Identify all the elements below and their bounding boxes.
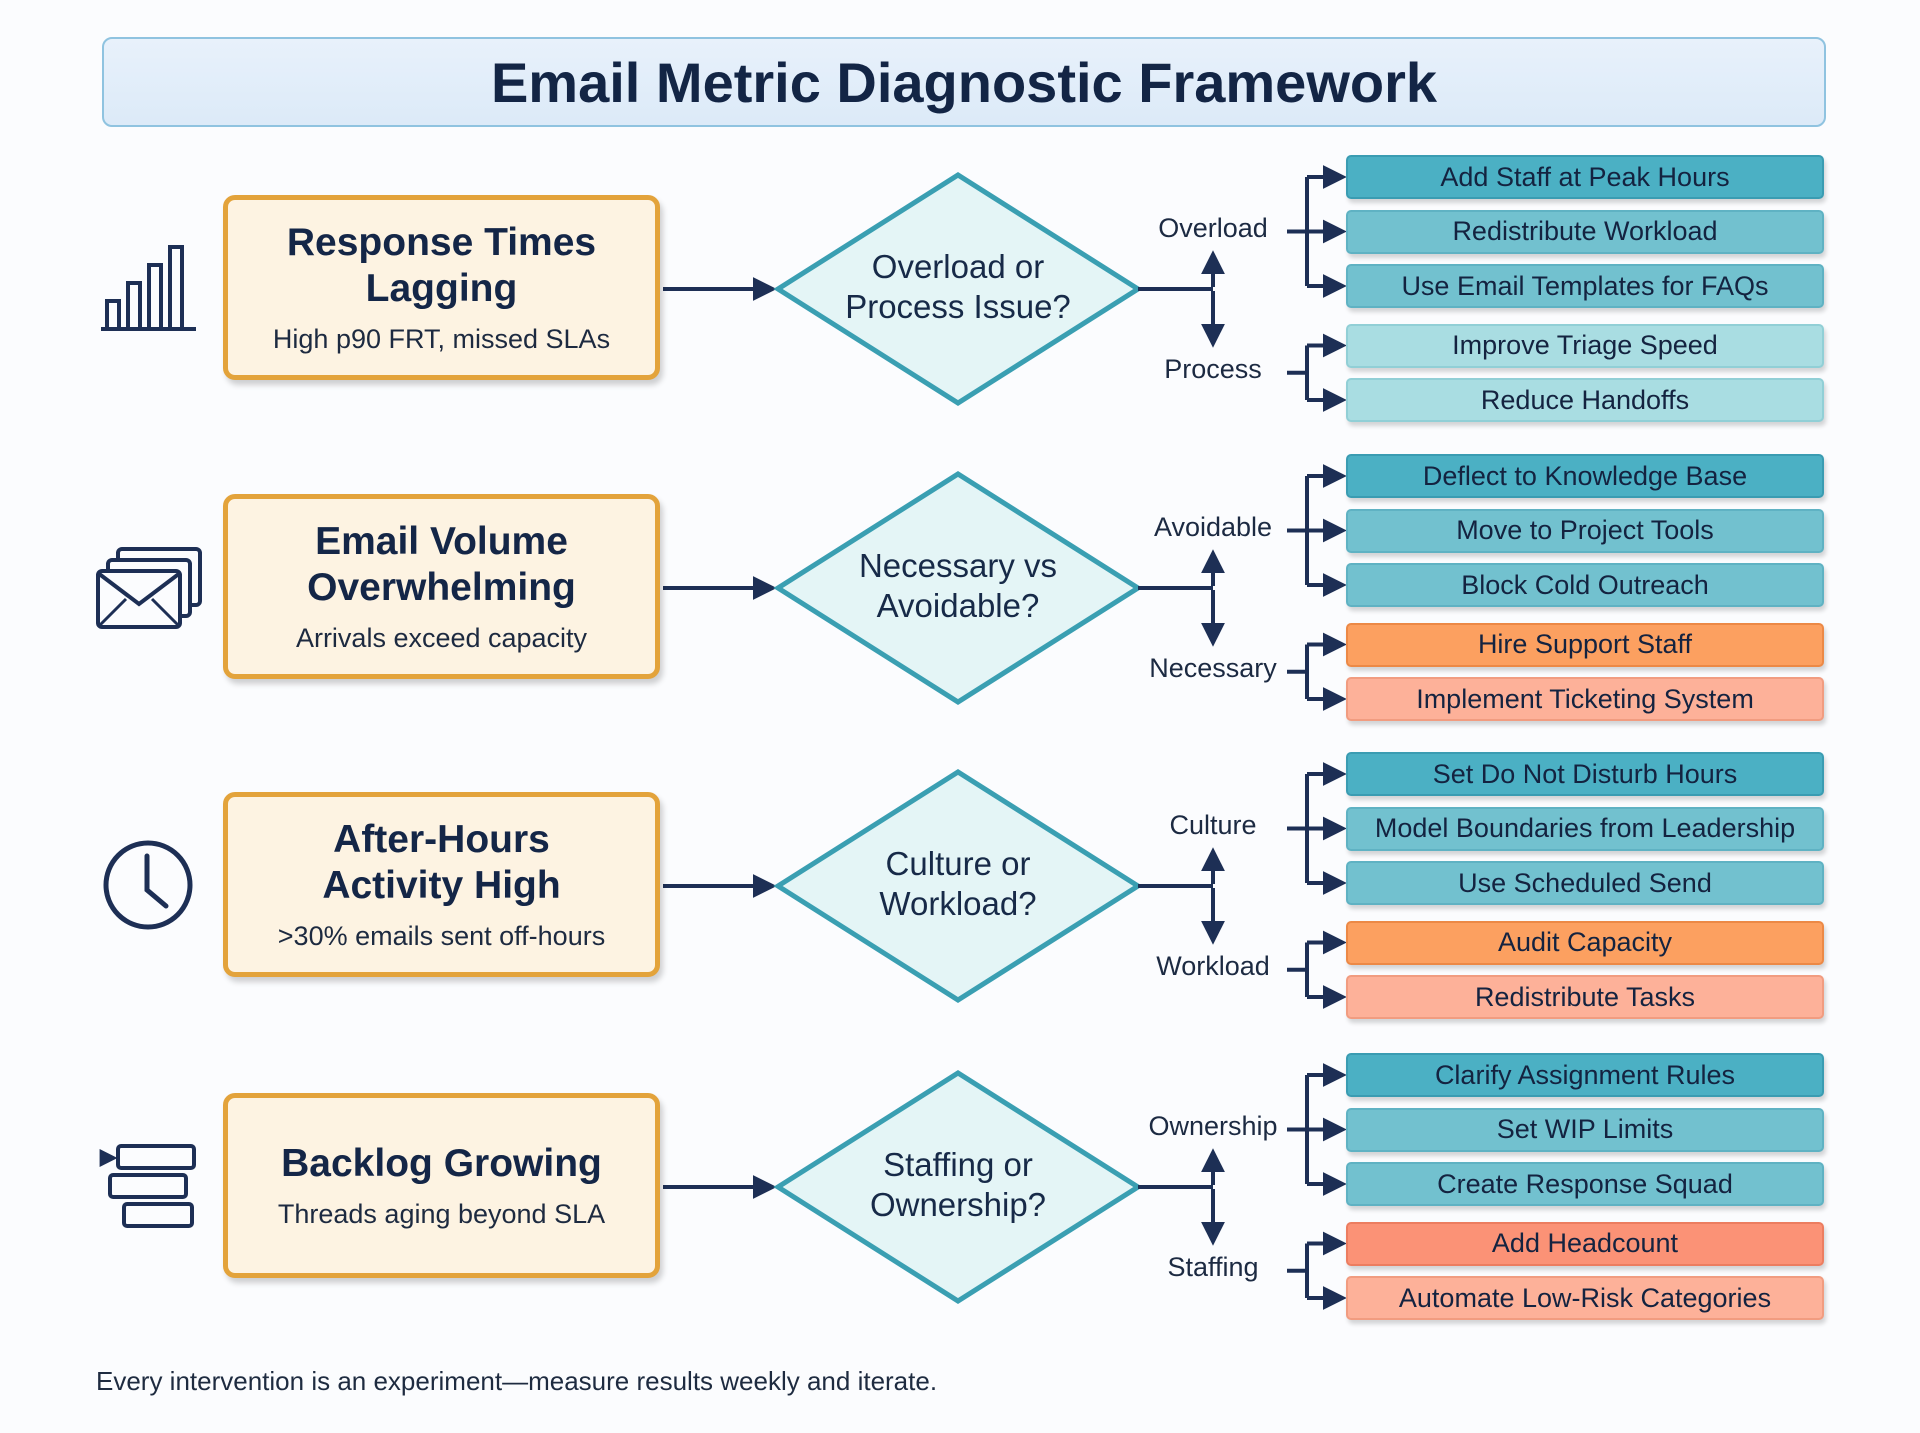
- branch-label-upper: Culture: [1169, 810, 1257, 840]
- action-box: Implement Ticketing System: [1346, 677, 1824, 721]
- action-box: Block Cold Outreach: [1346, 563, 1824, 607]
- question-line: Necessary vs: [858, 547, 1058, 584]
- action-box: Reduce Handoffs: [1346, 378, 1824, 422]
- action-box: Deflect to Knowledge Base: [1346, 454, 1824, 498]
- action-box: Set WIP Limits: [1346, 1107, 1824, 1152]
- branch-label-upper: Overload: [1158, 213, 1268, 243]
- action-box: Clarify Assignment Rules: [1346, 1053, 1824, 1097]
- action-box: Hire Support Staff: [1346, 622, 1824, 667]
- action-box: Improve Triage Speed: [1346, 323, 1824, 368]
- problem-title-line: Backlog Growing: [281, 1142, 602, 1185]
- action-box: Use Scheduled Send: [1346, 861, 1824, 905]
- branch-label-upper: Ownership: [1148, 1111, 1278, 1141]
- problem-title-line: Activity High: [322, 864, 561, 907]
- branch-label-lower: Workload: [1156, 951, 1270, 981]
- title-banner: Email Metric Diagnostic Framework: [102, 37, 1826, 127]
- question-line: Avoidable?: [876, 587, 1040, 624]
- action-box: Add Headcount: [1346, 1221, 1824, 1266]
- problem-subtitle: >30% emails sent off-hours: [277, 921, 606, 951]
- problem-subtitle: Threads aging beyond SLA: [277, 1199, 606, 1229]
- clock-icon: [103, 840, 193, 930]
- action-box: Redistribute Tasks: [1346, 975, 1824, 1019]
- stacked-list-icon: [99, 1144, 196, 1228]
- branch-label-lower: Process: [1164, 354, 1262, 384]
- page-title: Email Metric Diagnostic Framework: [490, 50, 1438, 114]
- branch-label-lower: Staffing: [1167, 1252, 1259, 1282]
- problem-title-line: After-Hours: [333, 818, 550, 861]
- action-box: Audit Capacity: [1346, 920, 1824, 965]
- problem-title-line: Lagging: [365, 267, 518, 310]
- branch-label-upper: Avoidable: [1153, 512, 1273, 542]
- problem-title-line: Email Volume: [315, 520, 568, 563]
- problem-subtitle: High p90 FRT, missed SLAs: [272, 324, 611, 354]
- problem-title-line: Overwhelming: [307, 566, 576, 609]
- action-box: Model Boundaries from Leadership: [1346, 806, 1824, 851]
- question-line: Workload?: [879, 885, 1037, 922]
- problem-subtitle: Arrivals exceed capacity: [295, 623, 588, 653]
- question-line: Overload or: [871, 248, 1045, 285]
- action-box: Add Staff at Peak Hours: [1346, 155, 1824, 199]
- envelopes-icon: [96, 547, 202, 629]
- action-box: Redistribute Workload: [1346, 209, 1824, 254]
- action-box: Use Email Templates for FAQs: [1346, 264, 1824, 308]
- bar-chart-icon: [101, 245, 196, 331]
- question-line: Staffing or: [883, 1146, 1033, 1183]
- action-box: Automate Low-Risk Categories: [1346, 1276, 1824, 1320]
- question-line: Ownership?: [869, 1186, 1047, 1223]
- question-line: Culture or: [885, 845, 1031, 882]
- action-box: Set Do Not Disturb Hours: [1346, 752, 1824, 796]
- problem-title-line: Response Times: [286, 221, 597, 264]
- question-line: Process Issue?: [845, 288, 1071, 325]
- action-box: Move to Project Tools: [1346, 508, 1824, 553]
- footer-note: Every intervention is an experiment—meas…: [96, 1366, 938, 1396]
- branch-label-lower: Necessary: [1149, 653, 1277, 683]
- action-box: Create Response Squad: [1346, 1162, 1824, 1206]
